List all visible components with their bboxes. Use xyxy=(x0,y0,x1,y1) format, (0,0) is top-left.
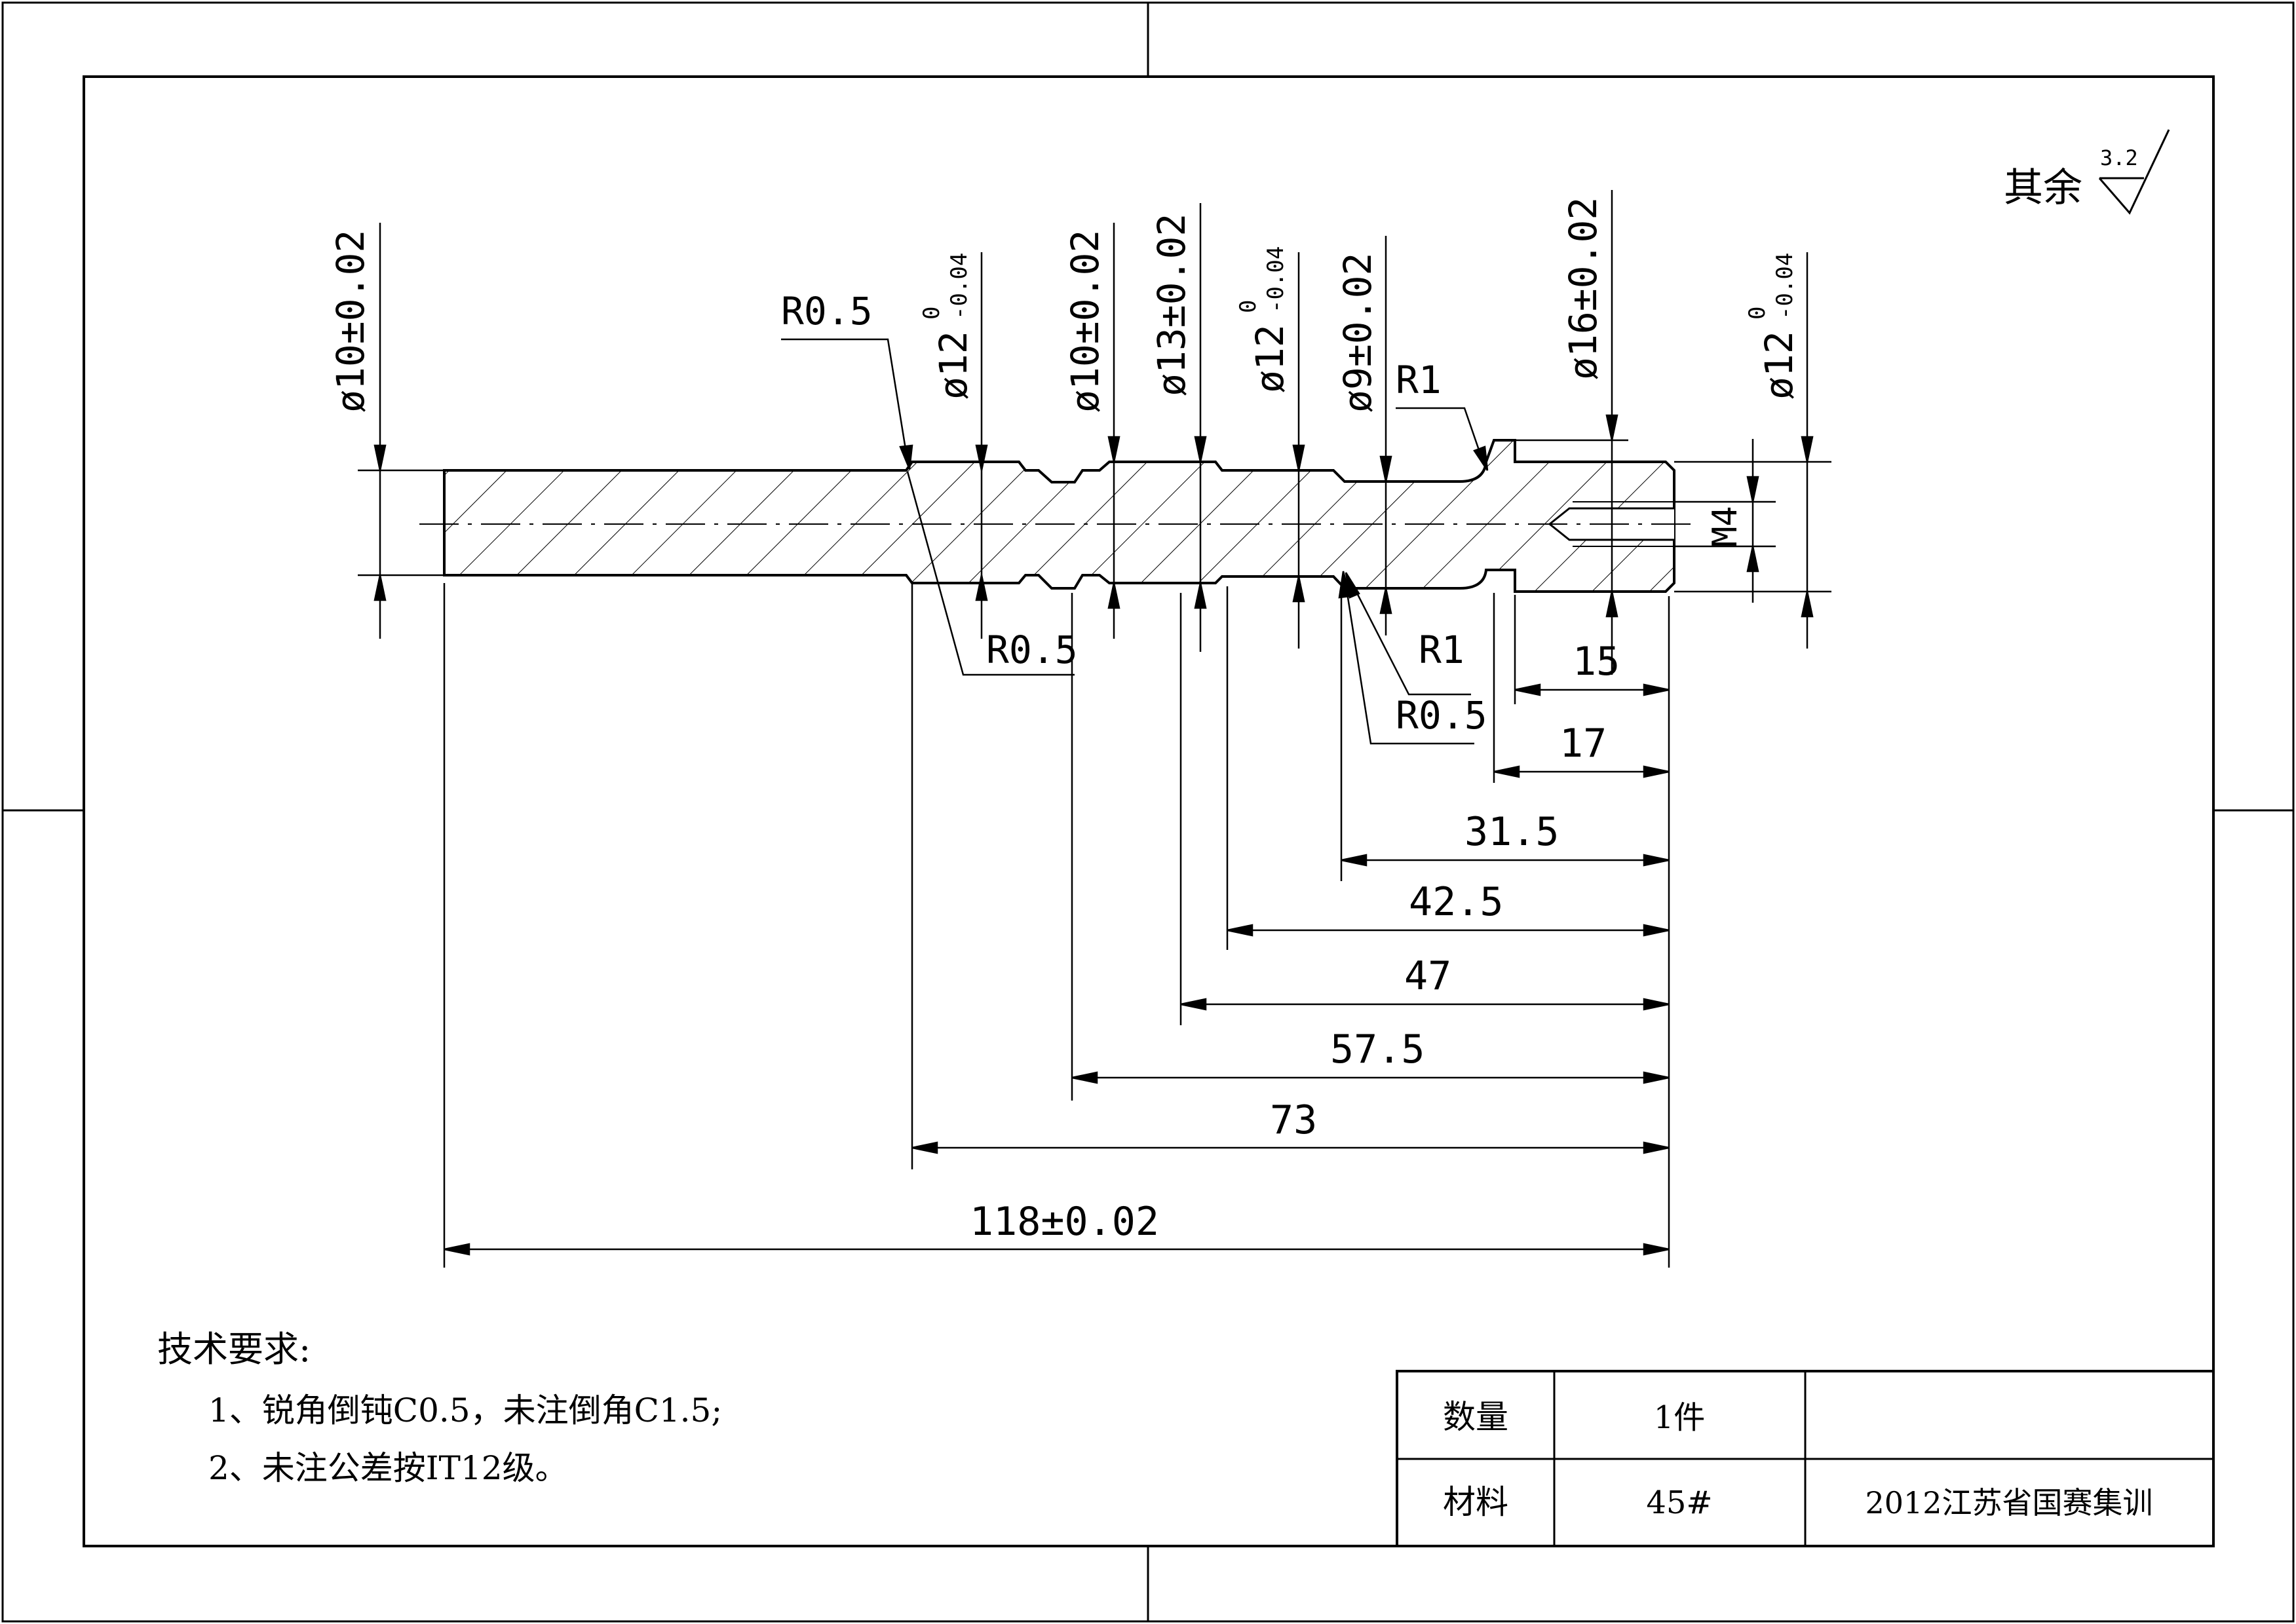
svg-text:-0.04: -0.04 xyxy=(1263,246,1289,313)
project-name: 2012江苏省国赛集训 xyxy=(1865,1485,2152,1520)
radius-labels: R0.5 R0.5 R1 R1 R0.5 xyxy=(781,289,1487,738)
radius-leaders xyxy=(781,338,1489,745)
inner-frame xyxy=(83,75,2215,1547)
diameter-labels: ø10±0.02 ø12 0 -0.04 ø10±0.02 ø13±0.02 ø… xyxy=(328,197,1801,547)
thread-label: M4 xyxy=(1706,506,1745,547)
surface-roughness-note: 其余 3.2 xyxy=(2004,129,2170,215)
dia-label-4: ø13±0.02 xyxy=(1149,214,1194,396)
length-label-15: 15 xyxy=(1573,639,1620,685)
dia-label-1: ø10±0.02 xyxy=(328,230,373,413)
tech-item-2: 2、未注公差按IT12级。 xyxy=(208,1449,568,1487)
radius-label-top-right: R1 xyxy=(1396,358,1442,402)
roughness-symbol-icon xyxy=(2098,129,2170,215)
shaft-outline xyxy=(443,439,1675,593)
centering-marks xyxy=(3,3,2293,1621)
svg-text:-0.04: -0.04 xyxy=(1772,253,1798,320)
roughness-value: 3.2 xyxy=(2100,145,2138,170)
length-dimensions xyxy=(443,583,1670,1268)
mat-value: 45# xyxy=(1646,1484,1712,1521)
dia-label-7: ø16±0.02 xyxy=(1561,197,1605,380)
svg-text:ø12: ø12 xyxy=(1757,331,1801,400)
svg-text:ø12: ø12 xyxy=(1248,324,1292,393)
radius-label-bottom-left: R0.5 xyxy=(986,628,1078,672)
tech-title: 技术要求: xyxy=(157,1329,311,1370)
diameter-dimensions xyxy=(358,190,1831,675)
technical-requirements: 技术要求: 1、锐角倒钝C0.5，未注倒角C1.5; 2、未注公差按IT12级。 xyxy=(157,1329,722,1487)
length-label-31-5: 31.5 xyxy=(1464,809,1559,855)
svg-text:0: 0 xyxy=(919,307,945,320)
svg-text:0: 0 xyxy=(1744,307,1770,320)
length-labels: 15 17 31.5 42.5 47 57.5 73 118±0.02 xyxy=(970,639,1620,1245)
dia-label-8: ø12 0 -0.04 xyxy=(1744,253,1801,400)
dia-label-6: ø9±0.02 xyxy=(1335,253,1380,413)
surface-note-label: 其余 xyxy=(2004,165,2082,211)
length-label-57-5: 57.5 xyxy=(1330,1027,1425,1072)
length-label-42-5: 42.5 xyxy=(1409,879,1504,925)
dia-label-3: ø10±0.02 xyxy=(1063,230,1107,413)
svg-text:ø12: ø12 xyxy=(931,331,976,400)
radius-label-top-left: R0.5 xyxy=(781,289,873,333)
length-label-73: 73 xyxy=(1270,1097,1317,1143)
length-label-118: 118±0.02 xyxy=(970,1199,1159,1245)
dia-label-2: ø12 0 -0.04 xyxy=(919,253,976,400)
qty-label: 数量 xyxy=(1443,1398,1508,1436)
length-label-47: 47 xyxy=(1404,953,1451,999)
qty-value: 1件 xyxy=(1654,1399,1706,1436)
shaft-section xyxy=(419,439,1697,593)
radius-label-bottom-right-2: R0.5 xyxy=(1396,693,1487,738)
length-label-17: 17 xyxy=(1559,721,1607,766)
svg-text:-0.04: -0.04 xyxy=(946,253,972,320)
title-block: 数量 1件 材料 45# 2012江苏省国赛集训 xyxy=(1396,1370,2215,1547)
dia-label-5: ø12 0 -0.04 xyxy=(1235,246,1292,393)
mat-label: 材料 xyxy=(1443,1483,1508,1521)
tech-item-1: 1、锐角倒钝C0.5，未注倒角C1.5; xyxy=(208,1391,722,1429)
radius-label-bottom-right: R1 xyxy=(1419,628,1464,672)
svg-text:0: 0 xyxy=(1235,300,1261,313)
